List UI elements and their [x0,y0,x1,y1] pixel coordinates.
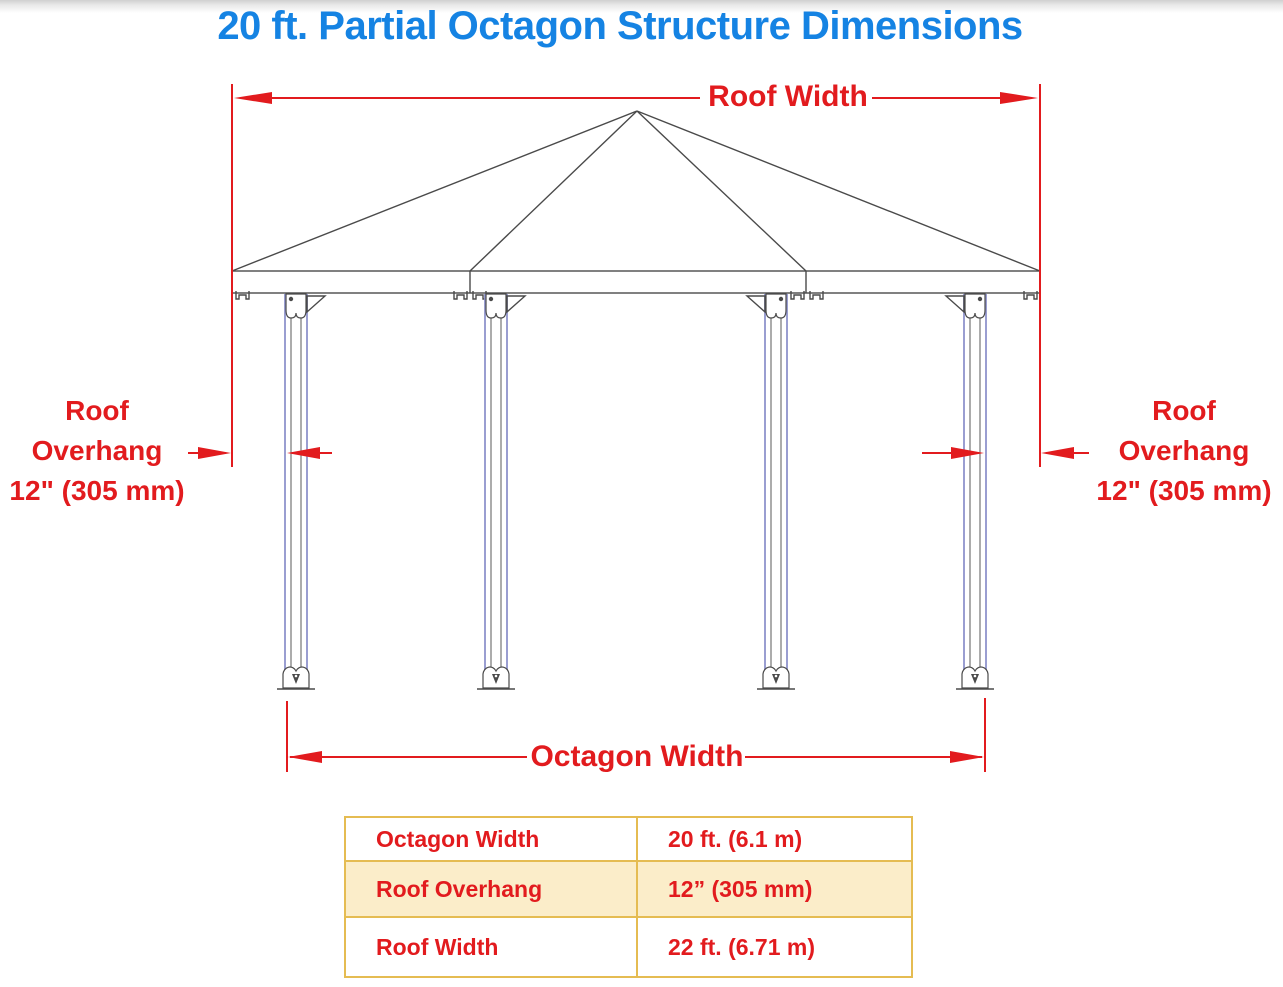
table-cell-label: Roof Overhang [344,860,638,918]
dim-octagon-width [286,698,986,772]
dimensions-table: Octagon Width 20 ft. (6.1 m) Roof Overha… [344,816,913,978]
roof-width-label: Roof Width [708,80,868,113]
roof-overhang-left-line1: Roof [65,395,129,426]
roof-overhang-left-line3: 12" (305 mm) [9,475,185,506]
posts [276,293,995,690]
dim-roof-overhang-right [922,447,1089,459]
table-row: Roof Width 22 ft. (6.71 m) [344,916,913,978]
table-row: Roof Overhang 12” (305 mm) [344,860,913,918]
roof-overhang-left-label: Roof Overhang 12" (305 mm) [2,391,192,511]
dim-roof-overhang-left [188,447,332,459]
roof-overhang-right-label: Roof Overhang 12" (305 mm) [1086,391,1282,511]
roof-outline [231,110,1041,272]
dim-roof-width [231,84,1041,467]
post [945,293,995,690]
table-cell-value: 22 ft. (6.71 m) [636,916,913,978]
octagon-width-label: Octagon Width [530,740,744,773]
top-gradient [0,0,1283,13]
table-row: Octagon Width 20 ft. (6.1 m) [344,816,913,862]
table-cell-value: 12” (305 mm) [636,860,913,918]
table-cell-label: Roof Width [344,916,638,978]
post [276,293,326,690]
eave-beam [231,270,1041,300]
roof-overhang-right-line3: 12" (305 mm) [1096,475,1272,506]
post [746,293,796,690]
table-cell-label: Octagon Width [344,816,638,862]
roof-overhang-right-line2: Overhang [1118,435,1250,466]
page-title: 20 ft. Partial Octagon Structure Dimensi… [217,4,1023,48]
table-cell-value: 20 ft. (6.1 m) [636,816,913,862]
roof-overhang-left-line2: Overhang [31,435,163,466]
post [476,293,526,690]
roof-overhang-right-line1: Roof [1152,395,1216,426]
